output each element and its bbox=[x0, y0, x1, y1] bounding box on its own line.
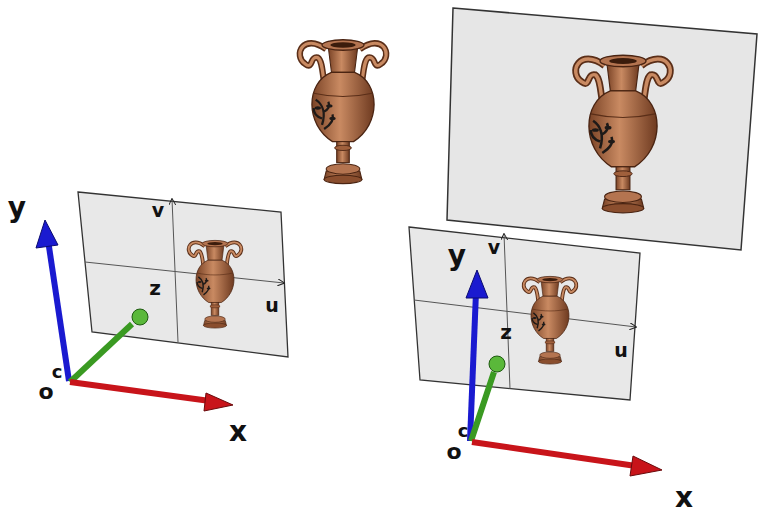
axis-label: u bbox=[614, 341, 628, 360]
axis-label: x bbox=[229, 418, 247, 446]
z-axis bbox=[70, 324, 132, 382]
u-axis bbox=[414, 300, 636, 327]
vase-image bbox=[576, 55, 671, 213]
x-axis bbox=[472, 442, 636, 466]
u-axis bbox=[85, 262, 284, 283]
x-arrowhead bbox=[630, 456, 662, 476]
vase-object bbox=[300, 40, 386, 184]
x-arrowhead bbox=[204, 393, 233, 411]
axis-label: v bbox=[152, 201, 164, 220]
y-arrowhead bbox=[36, 220, 58, 248]
axis-label: u bbox=[265, 296, 279, 315]
axis-label: v bbox=[488, 238, 500, 257]
vase-image bbox=[524, 276, 577, 364]
x-axis bbox=[70, 382, 210, 401]
axis-label: z bbox=[149, 278, 161, 298]
axis-label: o bbox=[38, 381, 53, 403]
axis-label: c bbox=[458, 422, 469, 440]
z-axis bbox=[471, 372, 494, 441]
image-plane bbox=[409, 227, 640, 400]
y-arrowhead bbox=[466, 270, 488, 298]
axis-label: c bbox=[52, 363, 63, 381]
vase-image bbox=[189, 240, 242, 328]
axis-label: y bbox=[8, 194, 26, 222]
image-plane bbox=[447, 8, 757, 250]
z-arrowhead bbox=[132, 309, 148, 325]
axis-label: z bbox=[500, 322, 512, 342]
z-arrowhead bbox=[489, 356, 505, 372]
axis-label: o bbox=[446, 441, 461, 463]
v-axis bbox=[172, 199, 178, 342]
image-plane bbox=[78, 192, 288, 357]
y-axis bbox=[470, 292, 476, 441]
axis-label: x bbox=[675, 484, 693, 512]
y-axis bbox=[48, 240, 69, 381]
axis-label: y bbox=[448, 242, 466, 270]
